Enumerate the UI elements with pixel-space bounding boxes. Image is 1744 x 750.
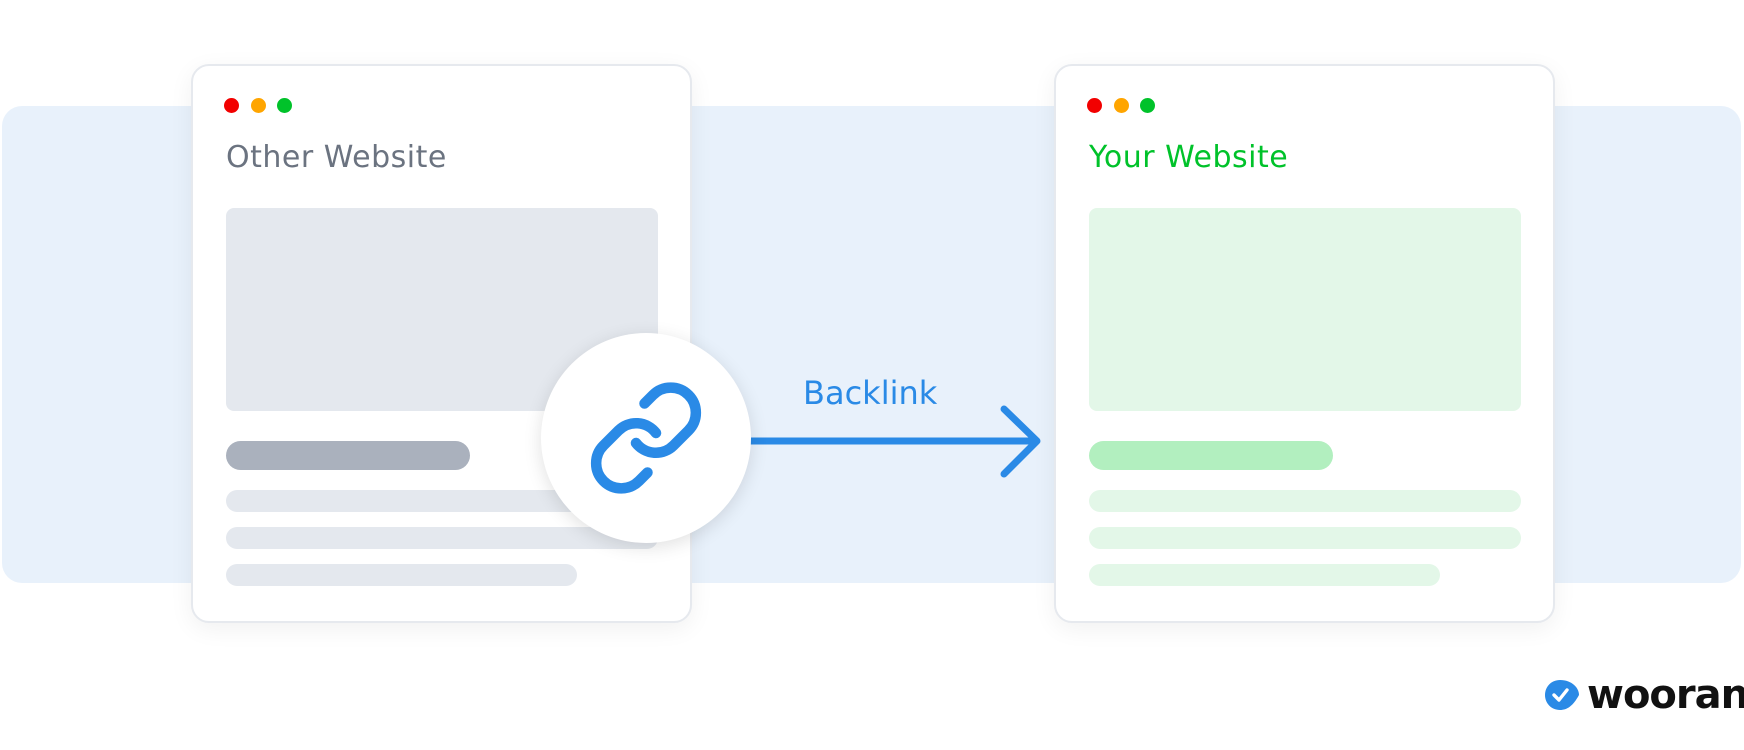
image-placeholder xyxy=(1089,208,1521,411)
text-line-placeholder xyxy=(226,490,658,512)
your-website-card: Your Website xyxy=(1054,64,1555,623)
minimize-dot xyxy=(1114,98,1129,113)
arrow-head xyxy=(1000,405,1041,478)
card-title: Your Website xyxy=(1089,140,1289,175)
text-line-placeholder xyxy=(226,564,577,586)
woorank-logo: woorank xyxy=(1543,672,1744,718)
text-line-placeholder xyxy=(226,527,658,549)
check-badge-icon xyxy=(1545,680,1579,710)
maximize-dot xyxy=(277,98,292,113)
link-badge xyxy=(541,333,751,543)
text-line-placeholder xyxy=(1089,527,1521,549)
close-dot xyxy=(1087,98,1102,113)
text-line-placeholder xyxy=(1089,490,1521,512)
link-icon xyxy=(590,382,702,494)
text-line-placeholder xyxy=(1089,564,1440,586)
backlink-label: Backlink xyxy=(803,374,938,412)
close-dot xyxy=(224,98,239,113)
card-title: Other Website xyxy=(226,140,447,175)
minimize-dot xyxy=(251,98,266,113)
heading-placeholder xyxy=(1089,441,1333,470)
logo-text: woorank xyxy=(1587,672,1744,718)
maximize-dot xyxy=(1140,98,1155,113)
heading-placeholder xyxy=(226,441,470,470)
